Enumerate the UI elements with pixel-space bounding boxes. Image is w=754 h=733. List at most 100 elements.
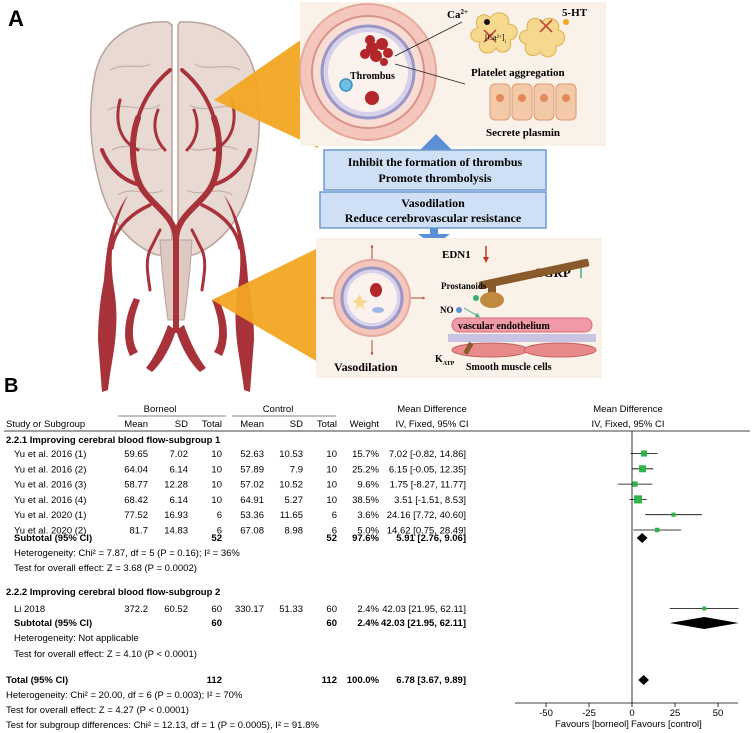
subgroup1-row-bsd: 16.93 (164, 510, 188, 521)
forest-study-square (641, 450, 648, 457)
subgroup2-row-cm: 330.17 (235, 604, 264, 615)
thrombus-clot (360, 35, 393, 66)
total-ct: 112 (322, 675, 337, 686)
box1-line2: Promote thrombolysis (378, 171, 492, 185)
subgroup1-row-study: Yu et al. 2020 (1) (14, 510, 86, 521)
subgroup1-heterogeneity: Heterogeneity: Chi² = 7.87, df = 5 (P = … (14, 548, 240, 559)
ca-intracellular-label: [Ca2+]i (485, 33, 507, 45)
subgroup1-overall: Test for overall effect: Z = 3.68 (P = 0… (14, 563, 197, 574)
subgroup1-row-bt: 10 (211, 464, 222, 475)
subgroup1-row-bt: 10 (211, 480, 222, 491)
subgroup1-row-bt: 6 (217, 526, 222, 537)
subgroup1-row-csd: 8.98 (285, 526, 304, 537)
subgroup1-row-study: Yu et al. 2020 (2) (14, 526, 86, 537)
subgroup1-subtotal-w: 97.6% (352, 533, 379, 544)
total-overall: Test for overall effect: Z = 4.27 (P < 0… (6, 705, 189, 716)
subgroup2-subtotal-bt: 60 (211, 618, 222, 629)
subgroup2-row-ct: 60 (326, 604, 337, 615)
edn1-label: EDN1 (442, 249, 471, 261)
vascular-endothelium-layer (451, 317, 593, 333)
forest-study-square (671, 512, 676, 517)
subgroup1-row-ci: 7.02 [-0.82, 14.86] (389, 449, 466, 460)
forest-pooled-diamond (669, 617, 739, 629)
cgrp-receptor (478, 258, 590, 308)
subgroup1-row-cm: 57.89 (240, 464, 264, 475)
header-b-total: Total (202, 419, 222, 430)
favours-control-label: Favours [control] (631, 719, 702, 730)
subgroup1-row-bm: 59.65 (124, 449, 148, 460)
left-vertebral-artery (146, 325, 176, 372)
subgroup1-row-ci: 3.51 [-1.51, 8.53] (394, 495, 466, 506)
prostanoids-label: Prostanoids (441, 281, 487, 291)
panel-a-label: A (8, 6, 24, 31)
katp-label: KATP (435, 354, 455, 367)
header-iv-right: IV, Fixed, 95% CI (591, 419, 664, 430)
subgroup1-row-study: Yu et al. 2016 (3) (14, 480, 86, 491)
header-b-mean: Mean (124, 419, 148, 430)
artery-bottom-left (125, 298, 140, 356)
subgroup1-row-ci: 24.16 [7.72, 40.60] (387, 510, 466, 521)
vascular-endothelium-label: vascular endothelium (458, 321, 550, 332)
subgroup2-row-study: Li 2018 (14, 604, 45, 615)
subgroup2-overall: Test for overall effect: Z = 4.10 (P < 0… (14, 649, 197, 660)
no-arrow (463, 307, 481, 318)
left-carotid-artery (98, 195, 128, 392)
total-heterogeneity: Heterogeneity: Chi² = 20.00, df = 6 (P =… (6, 690, 243, 701)
subgroup1-subtotal-bt: 52 (211, 533, 222, 544)
forest-pooled-diamond (638, 675, 650, 685)
5ht-label: 5-HT (562, 7, 588, 19)
box1-line1: Inhibit the formation of thrombus (348, 155, 523, 169)
forest-tick-label: 50 (713, 708, 724, 719)
subgroup1-row-csd: 7.9 (290, 464, 303, 475)
subgroup1-row-cm: 67.08 (240, 526, 264, 537)
total-bt: 112 (207, 675, 222, 686)
subgroup2-row-bsd: 60.52 (164, 604, 188, 615)
header-c-total: Total (317, 419, 337, 430)
arrow-up-to-thrombus (420, 134, 452, 158)
subgroup1-row-study: Yu et al. 2016 (2) (14, 464, 86, 475)
subgroup1-row-ct: 10 (326, 464, 337, 475)
subgroup1-row-bm: 68.42 (124, 495, 148, 506)
membrane-layer (448, 334, 596, 342)
forest-study-square (633, 495, 643, 504)
subgroup1-row-bt: 10 (211, 495, 222, 506)
no-label: NO (440, 305, 454, 315)
subgroup1-row-csd: 5.27 (285, 495, 304, 506)
subgroup1-row-ct: 6 (332, 526, 337, 537)
cone-lower (212, 248, 318, 362)
subgroup1-row-cm: 64.91 (240, 495, 264, 506)
forest-tick-label: -25 (582, 708, 596, 719)
subgroup1-row-bt: 6 (217, 510, 222, 521)
subgroup1-row-bsd: 6.14 (170, 464, 189, 475)
vasodilation-label: Vasodilation (334, 360, 398, 374)
subgroup1-title: 2.2.1 Improving cerebral blood flow-subg… (6, 435, 221, 446)
subgroup1-row-w: 3.6% (357, 510, 379, 521)
subgroup1-row-study: Yu et al. 2016 (1) (14, 449, 86, 460)
header-weight: Weight (350, 419, 380, 430)
subgroup1-row-ct: 10 (326, 495, 337, 506)
subgroup1-row-bm: 77.52 (124, 510, 148, 521)
subgroup1-row-bt: 10 (211, 449, 222, 460)
subgroup1-row-ci: 1.75 [-8.27, 11.77] (390, 480, 466, 491)
total-ci: 6.78 [3.67, 9.89] (396, 675, 466, 686)
forest-tick-label: 0 (629, 708, 634, 719)
subgroup2-row-bt: 60 (211, 604, 222, 615)
box2-line1: Vasodilation (401, 196, 465, 210)
subgroup1-row-w: 9.6% (357, 480, 379, 491)
subgroup1-row-cm: 57.02 (240, 480, 264, 491)
subgroup2-row-w: 2.4% (357, 604, 379, 615)
subgroup1-row-w: 25.2% (352, 464, 379, 475)
subgroup1-subtotal-label: Subtotal (95% CI) (14, 533, 92, 544)
header-control: Control (263, 404, 294, 415)
vessel-cross-section-upper: Thrombus (299, 3, 466, 141)
forest-study-square (654, 527, 660, 533)
artery-bottom-right (212, 298, 227, 356)
subgroup2-row-bm: 372.2 (124, 604, 148, 615)
forest-table: Borneol Control Mean Difference Mean Dif… (4, 404, 750, 731)
platelet-aggregation-illustration (470, 12, 569, 58)
total-label: Total (95% CI) (6, 675, 68, 686)
smooth-muscle-cell-1 (451, 342, 529, 358)
